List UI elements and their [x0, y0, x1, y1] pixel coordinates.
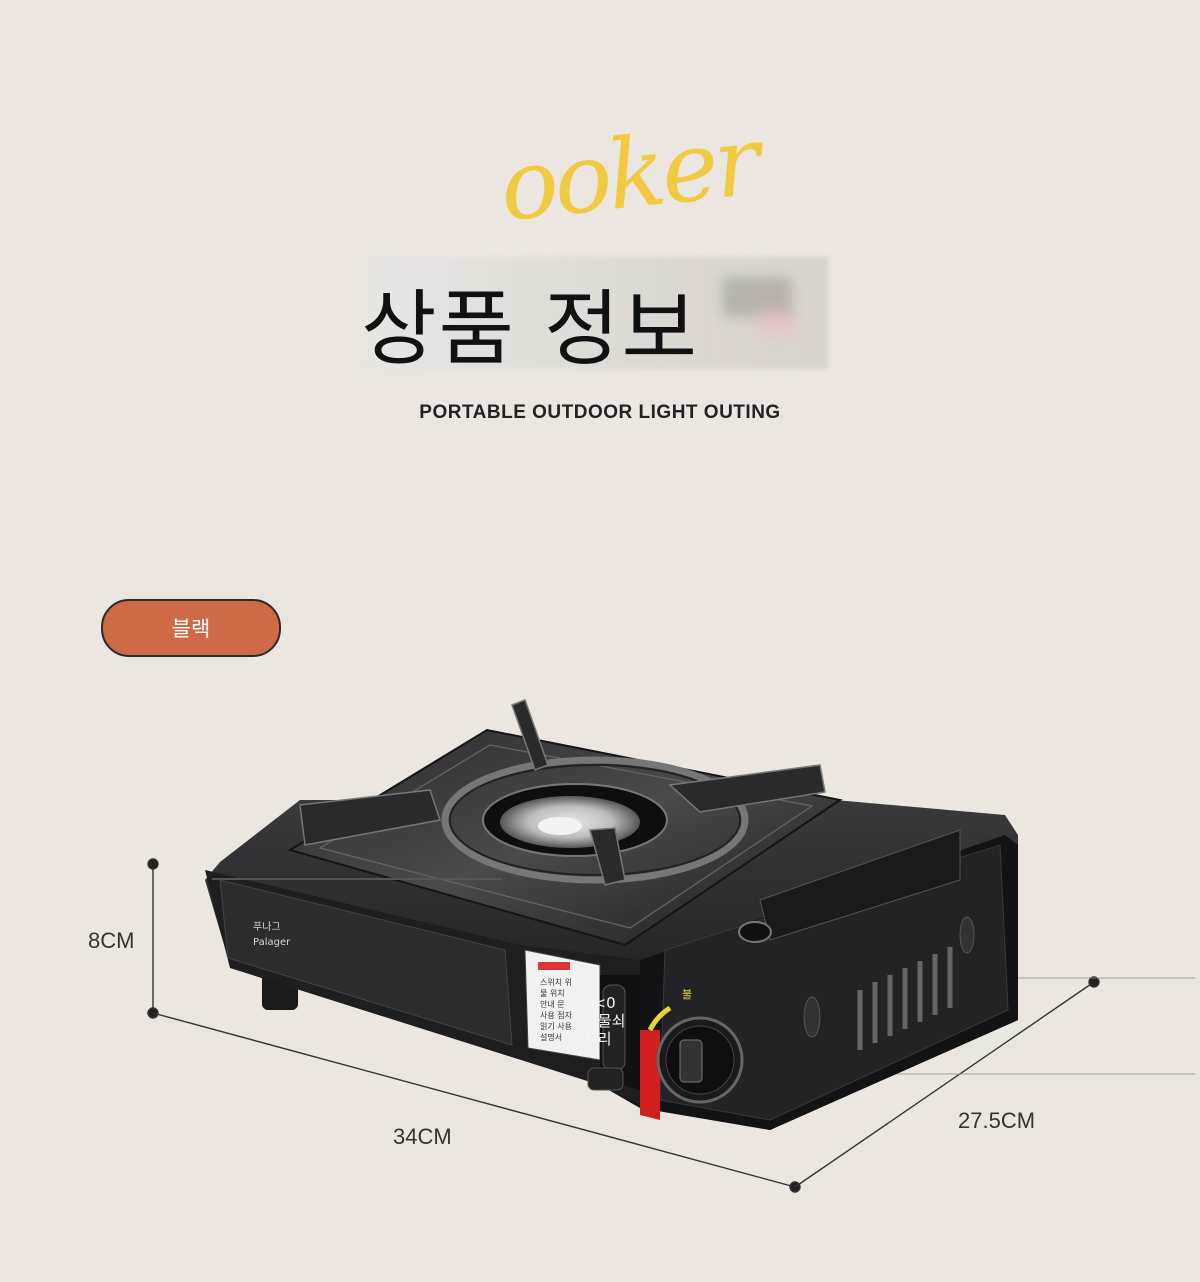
- brand-mark: 푸나그 Palager: [253, 921, 291, 948]
- svg-text:물 위치: 물 위치: [540, 989, 565, 998]
- page-subtitle: PORTABLE OUTDOOR LIGHT OUTING: [419, 402, 781, 423]
- panel-text: 0<0 자물쇠 자리 불: [584, 988, 692, 1048]
- panel-text-line-1: 0<0: [584, 994, 616, 1012]
- brand-name-korean: 푸나그: [253, 921, 281, 933]
- dimension-lines: [147, 858, 1100, 1193]
- dial-label: 불: [682, 988, 692, 1001]
- page-title: 상품 정보: [361, 282, 699, 377]
- depth-dimension: 27.5CM: [958, 1108, 1036, 1133]
- burner: [441, 756, 749, 884]
- color-option-label: 블랙: [171, 617, 211, 641]
- height-dimension: 8CM: [88, 928, 135, 953]
- panel-text-line-2: 자물쇠: [584, 1012, 625, 1030]
- width-dimension: 34CM: [393, 1124, 452, 1149]
- svg-text:읽기 사용: 읽기 사용: [540, 1022, 572, 1031]
- pot-supports: [299, 699, 826, 886]
- svg-text:안내 문: 안내 문: [540, 999, 565, 1009]
- blurred-banner: [362, 257, 828, 369]
- svg-text:설명서: 설명서: [540, 1032, 562, 1042]
- svg-text:스위치 위: 스위치 위: [540, 978, 572, 987]
- color-option-button[interactable]: 블랙: [101, 599, 281, 657]
- panel-text-line-3: 자리: [584, 1030, 612, 1048]
- control-panel: 스위치 위 물 위치 안내 문 사용 점자 읽기 사용 설명서: [524, 949, 744, 1120]
- svg-text:사용 점자: 사용 점자: [540, 1010, 573, 1020]
- brand-name-english: Palager: [253, 937, 291, 948]
